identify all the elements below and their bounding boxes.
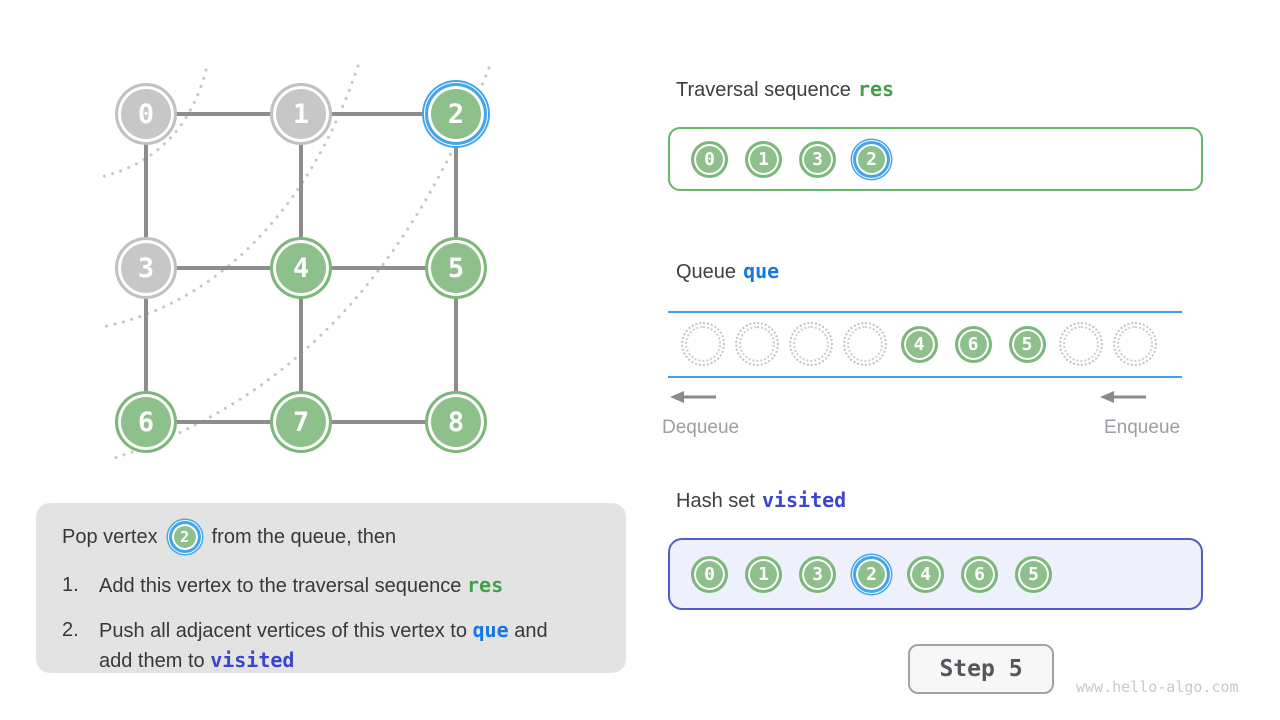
visited-title: Hash set [676,490,755,512]
visited-item: 6 [961,555,998,593]
graph-vertex-4: 4 [270,237,332,299]
queue-top-line [668,311,1182,313]
graph-vertex-8: 8 [425,391,487,453]
visited-set-box: 0 1 3 2 4 6 5 [668,538,1203,610]
queue-item: 4 [900,325,938,363]
step-2-text: Push all adjacent vertices of this verte… [99,620,473,642]
visited-header: Hash set visited [676,488,846,513]
dequeue-label: Dequeue [662,417,740,438]
queue-item: 5 [1008,325,1046,363]
dequeue-arrow-icon [670,391,716,403]
visited-item: 4 [907,555,944,593]
graph-vertex-1: 1 [270,83,332,145]
explanation-box: Pop vertex 2 from the queue, then 1. Add… [36,503,626,673]
visited-item: 0 [691,555,728,593]
visited-item: 1 [745,555,782,593]
graph-vertex-5: 5 [425,237,487,299]
enqueue-label: Enqueue [1104,417,1181,438]
res-token: res [466,573,504,597]
traversal-sequence-box: 0 1 3 2 [668,127,1203,191]
traversal-title: Traversal sequence [676,79,851,101]
traversal-item: 1 [745,140,782,178]
queue-empty-slot [1059,322,1103,366]
popped-vertex-badge: 2 [168,521,201,553]
traversal-header: Traversal sequence res [676,77,894,102]
enqueue-arrow-icon [1100,391,1146,403]
traversal-item: 3 [799,140,836,178]
step-2-text-2: and add them to [99,620,548,672]
queue-empty-slot [681,322,725,366]
que-token: que [472,618,509,642]
res-token: res [857,77,895,101]
graph-vertex-2: 2 [425,83,487,145]
queue-slots: 4 6 5 [668,322,1182,366]
queue-empty-slot [843,322,887,366]
visited-item: 5 [1015,555,1052,593]
list-number: 1. [62,574,79,596]
que-token: que [743,259,780,283]
queue-empty-slot [735,322,779,366]
step-button[interactable]: Step 5 [908,644,1054,694]
queue-empty-slot [789,322,833,366]
queue-header: Queue que [676,259,779,284]
graph-vertex-0: 0 [115,83,177,145]
graph-vertex-3: 3 [115,237,177,299]
explanation-intro-before: Pop vertex [62,525,158,548]
list-number: 2. [62,619,79,641]
queue-empty-slot [1113,322,1157,366]
graph-vertex-6: 6 [115,391,177,453]
explanation-step-1: 1. Add this vertex to the traversal sequ… [62,571,600,601]
explanation-step-2: 2. Push all adjacent vertices of this ve… [62,616,600,676]
queue-item: 6 [954,325,992,363]
traversal-item: 0 [691,140,728,178]
watermark: www.hello-algo.com [1076,678,1239,696]
step-1-text: Add this vertex to the traversal sequenc… [99,575,467,597]
visited-item-highlighted: 2 [853,555,890,593]
explanation-intro-after: from the queue, then [211,525,397,548]
visited-item: 3 [799,555,836,593]
visited-token: visited [761,488,847,512]
queue-bottom-line [668,376,1182,378]
queue-title: Queue [676,261,737,283]
visited-token: visited [210,648,295,672]
traversal-item-highlighted: 2 [853,140,890,178]
graph-vertex-7: 7 [270,391,332,453]
